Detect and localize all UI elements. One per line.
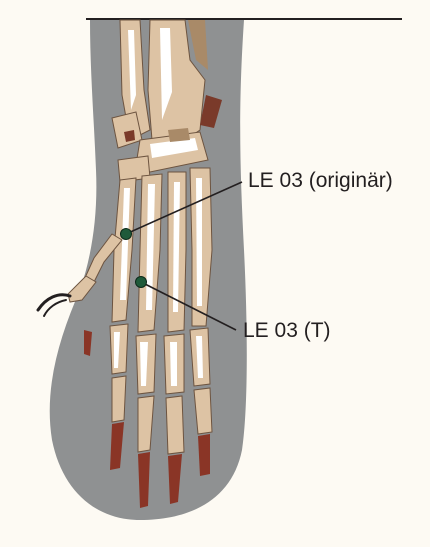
label-le03-original: LE 03 (originär) xyxy=(248,170,393,191)
acupoint-le03-original xyxy=(121,229,132,240)
acupoint-le03-t xyxy=(136,277,147,288)
label-le03-t: LE 03 (T) xyxy=(243,320,331,341)
